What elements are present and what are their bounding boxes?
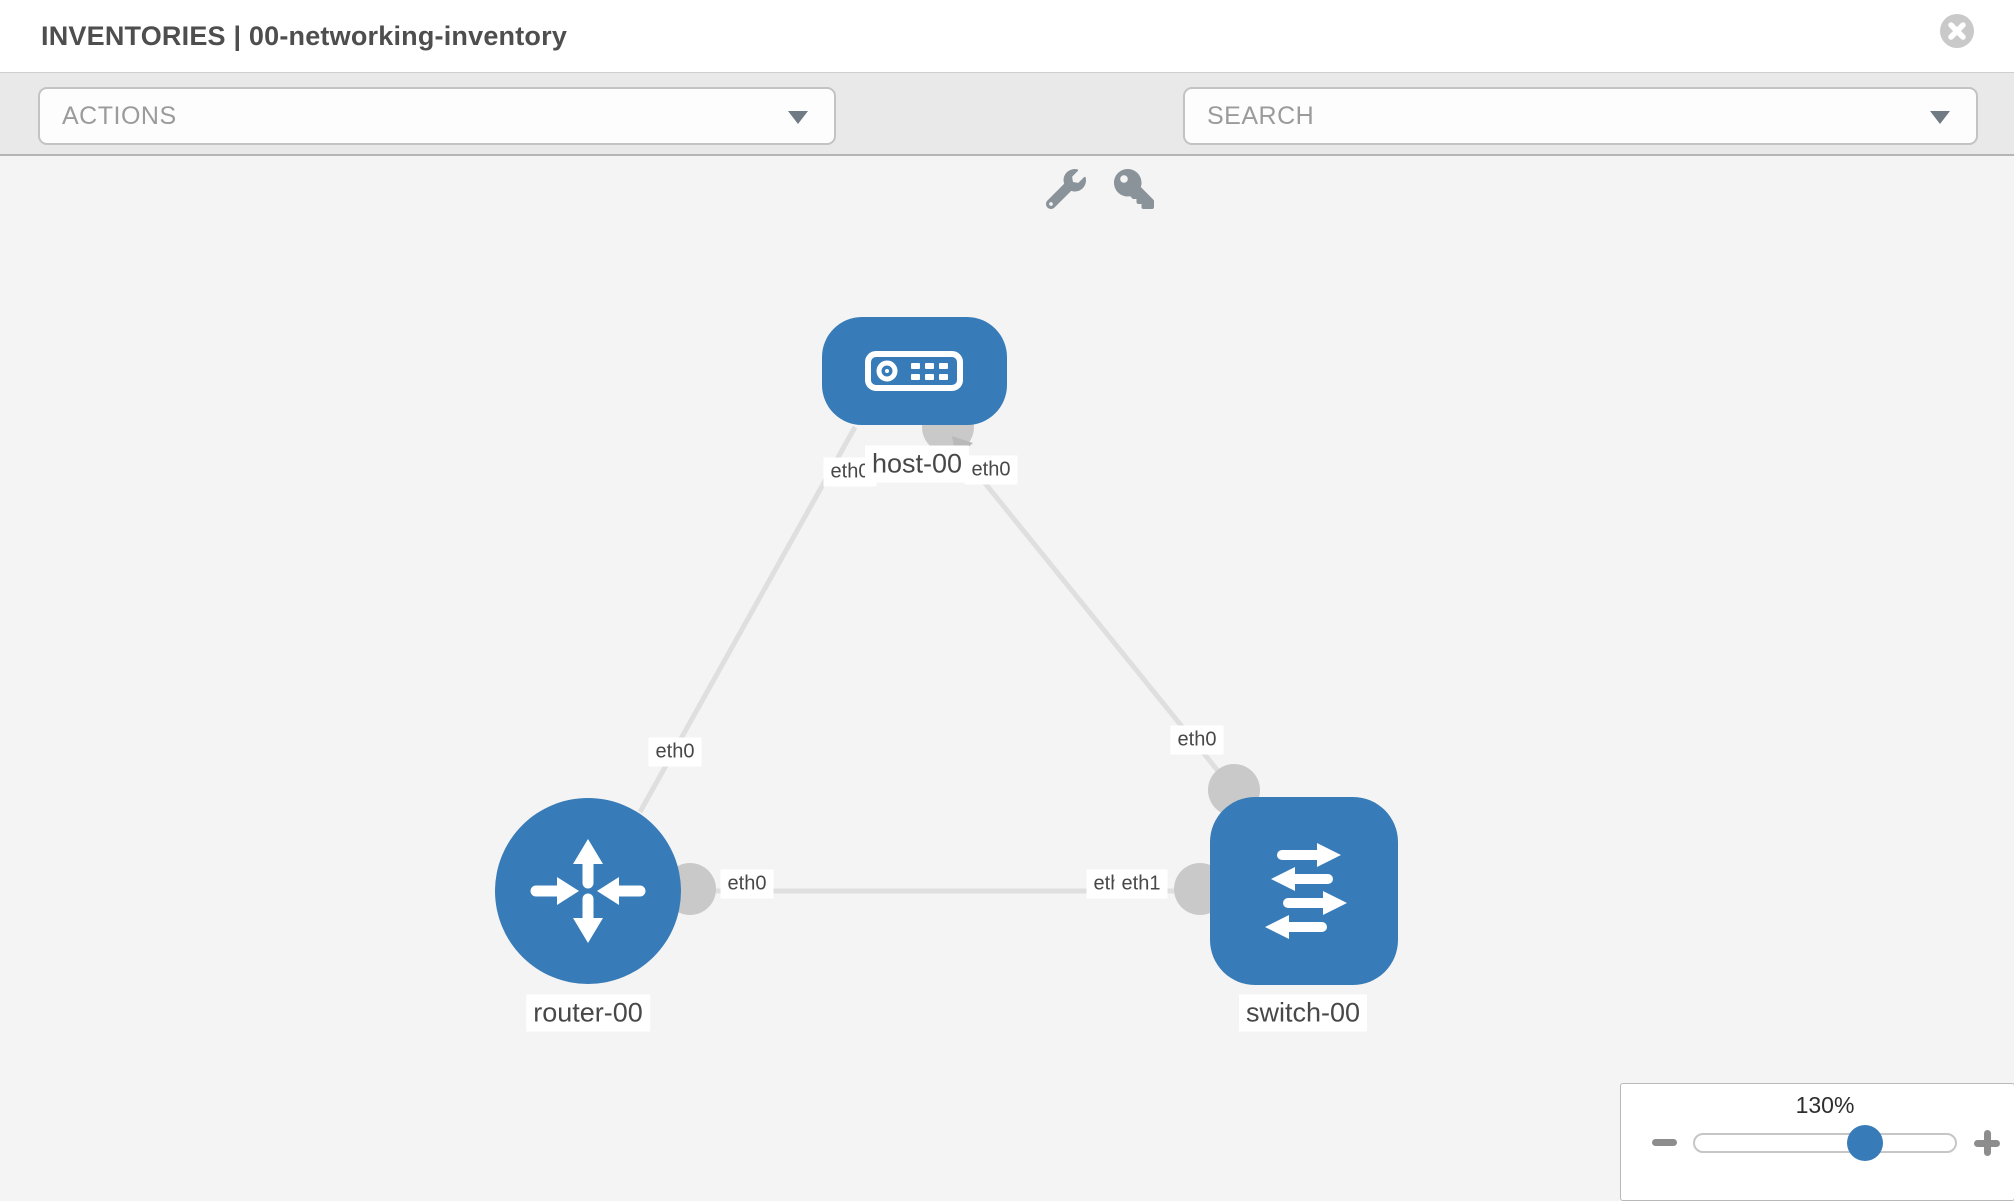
zoom-control-panel: 130% — [1620, 1083, 2014, 1201]
close-icon[interactable] — [1940, 14, 1974, 48]
actions-dropdown-label: ACTIONS — [62, 102, 177, 130]
page-title: INVENTORIES | 00-networking-inventory — [41, 21, 568, 51]
server-icon — [865, 351, 963, 391]
switch-icon — [1265, 843, 1347, 939]
topology-canvas[interactable] — [0, 158, 2014, 1200]
panel-header: INVENTORIES | 00-networking-inventory — [0, 0, 2014, 72]
interface-label: eth0 — [648, 737, 702, 767]
node-router-00[interactable] — [495, 798, 681, 984]
interface-label: eth0 — [1170, 725, 1224, 755]
interface-label: eth0 — [964, 455, 1018, 485]
chevron-down-icon — [1930, 111, 1950, 124]
chevron-down-icon — [788, 111, 808, 124]
node-host-00[interactable] — [822, 317, 1007, 425]
zoom-slider-handle[interactable] — [1847, 1125, 1883, 1161]
actions-dropdown[interactable]: ACTIONS — [38, 87, 836, 145]
node-label-router: router-00 — [526, 994, 650, 1032]
zoom-in-icon[interactable] — [1974, 1130, 2000, 1156]
wrench-icon[interactable] — [1045, 169, 1086, 210]
node-label-switch: switch-00 — [1238, 994, 1368, 1032]
interface-label: eth1 — [1114, 869, 1168, 899]
x-glyph — [1948, 22, 1966, 40]
interface-label: eth0 — [720, 869, 774, 899]
node-label-host: host-00 — [864, 445, 970, 483]
zoom-level-value: 130% — [1795, 1092, 1855, 1118]
search-dropdown[interactable]: SEARCH — [1183, 87, 1978, 145]
toolbar: ACTIONS SEARCH — [0, 72, 2014, 210]
zoom-out-icon[interactable] — [1652, 1139, 1677, 1146]
zoom-slider-track[interactable] — [1693, 1133, 1957, 1153]
key-icon[interactable] — [1114, 169, 1154, 209]
node-switch-00[interactable] — [1210, 797, 1398, 985]
router-icon — [530, 839, 646, 943]
search-dropdown-label: SEARCH — [1207, 102, 1315, 130]
